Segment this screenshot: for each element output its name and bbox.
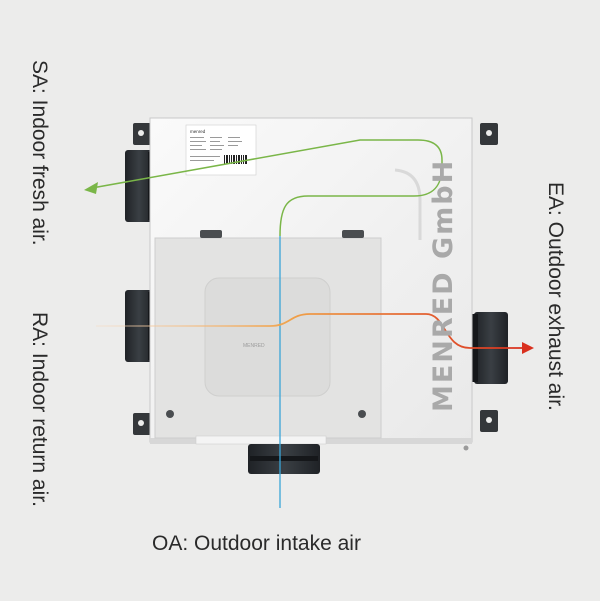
sa-flow-line [91, 139, 443, 237]
oa-label: OA: Outdoor intake air [152, 532, 361, 555]
front-panel: MENRED [154, 230, 382, 445]
oa-duct [248, 444, 469, 474]
info-sticker: menred [185, 124, 257, 176]
sticker-logo: menred [190, 129, 206, 134]
panel-logo: MENRED [243, 343, 265, 349]
ea-arrow-head [522, 342, 534, 354]
channel-groove [394, 168, 422, 240]
ra-flow-line [96, 313, 526, 349]
ra-label: RA: Indoor return air. [28, 312, 51, 507]
mounting-brackets [133, 123, 498, 435]
sa-arrow-head [84, 182, 98, 194]
sa-label: SA: Indoor fresh air. [28, 60, 51, 246]
ea-label: EA: Outdoor exhaust air. [544, 182, 567, 411]
brand-text: MENRED GmbH [428, 158, 459, 412]
